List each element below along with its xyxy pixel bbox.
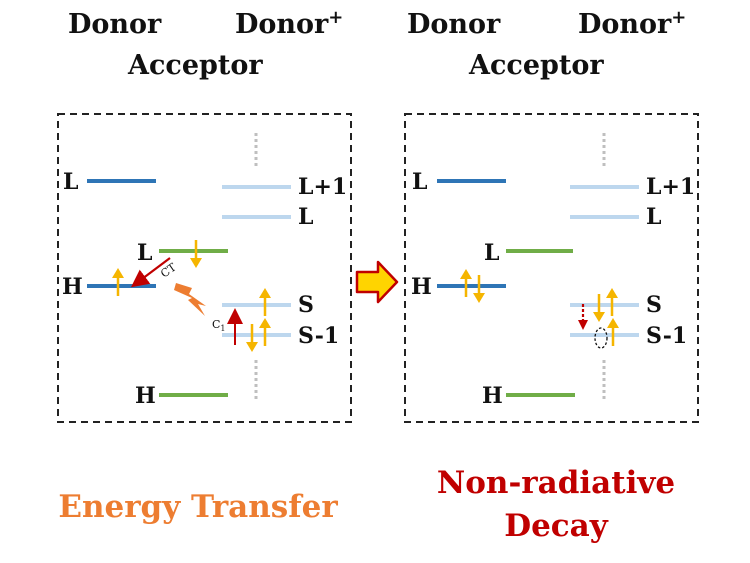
right-donor-homo-label: H [411,274,432,300]
header-acceptor-left: Acceptor [127,50,263,81]
left-acceptor-homo-label: H [135,383,156,409]
right-hole-ellipse [594,327,608,349]
header-acceptor-right: Acceptor [468,50,604,81]
left-c1-label: C1 [212,318,226,333]
header-donor-right: Donor [407,9,501,40]
left-dplus-l-label: L [298,204,313,230]
header-donor-plus-right: Donor+ [578,7,686,40]
left-panel-frame [57,113,352,423]
caption-nonradiative-line1: Non-radiative [437,465,675,501]
left-dplus-s1-label: S-1 [298,323,339,349]
caption-nonradiative-line2: Decay [504,508,609,544]
left-acceptor-lumo-label: L [137,240,152,266]
caption-energy-transfer: Energy Transfer [58,489,338,525]
right-panel: L H L H L+1 L S S-1 [404,113,699,423]
left-electrons [112,240,271,352]
right-dplus-s-label: S [646,292,662,318]
right-acceptor-homo-label: H [482,383,503,409]
right-decay-arrowhead [578,320,588,330]
right-dplus-l-label: L [646,204,661,230]
right-dplus-s1-label: S-1 [646,323,687,349]
left-dplus-s-label: S [298,292,314,318]
right-dplus-l1-label: L+1 [646,174,695,200]
left-dplus-l1-label: L+1 [298,174,347,200]
right-acceptor-lumo-label: L [484,240,499,266]
header-donor-left: Donor [68,9,162,40]
right-donor-lumo-label: L [412,169,427,195]
header-donor-plus-left: Donor+ [235,7,343,40]
left-donor-homo-label: H [62,274,83,300]
left-donor-lumo-label: L [63,169,78,195]
right-panel-frame [404,113,699,423]
left-lightning-icon [174,283,206,316]
transition-arrow-icon [355,260,399,304]
right-electrons [460,269,619,346]
left-panel: L H L H L+1 L S S-1 [57,113,352,423]
left-ct-arrow [130,257,171,288]
